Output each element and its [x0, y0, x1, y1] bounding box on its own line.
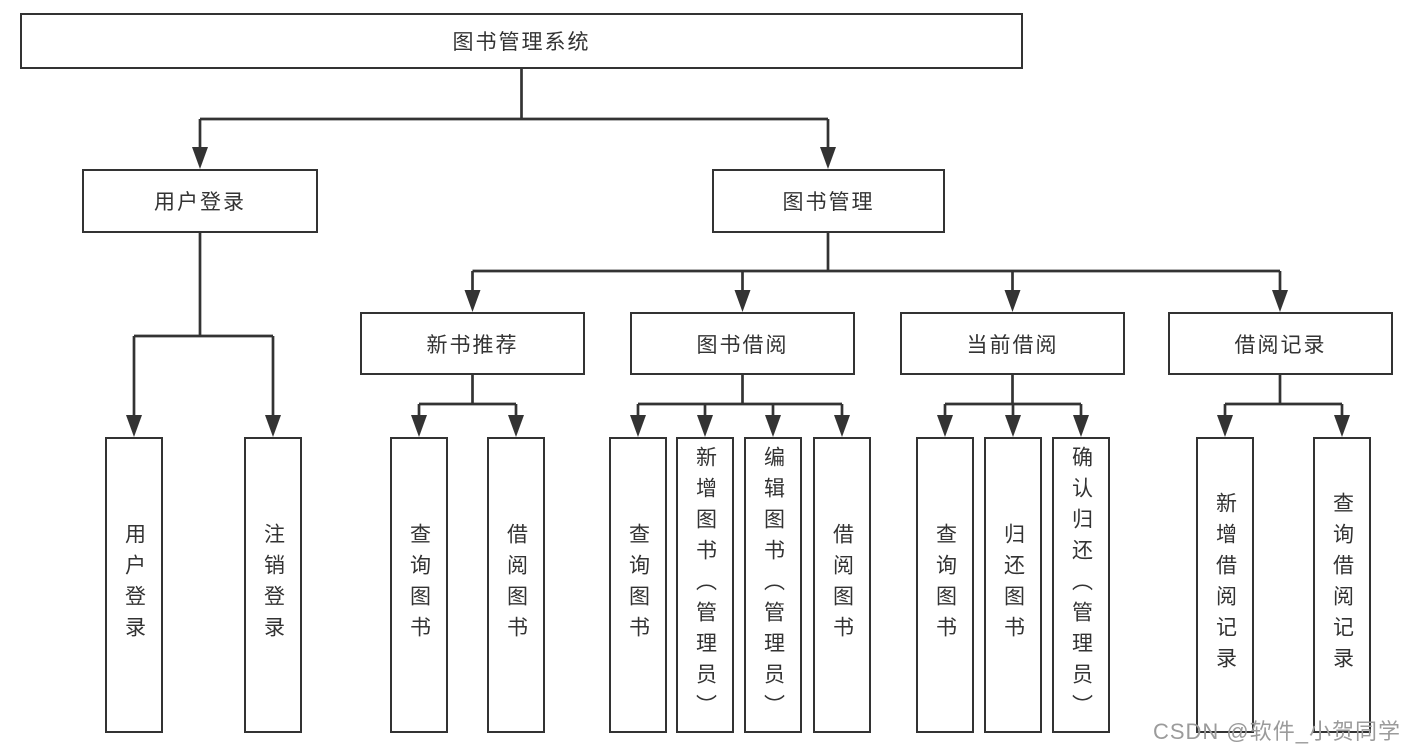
node-new-book-recommend-label: 新书推荐: [426, 333, 519, 357]
leaf-add-borrow-record: 新增借阅记录: [1196, 437, 1254, 733]
leaf-logout: 注销登录: [244, 437, 302, 733]
leaf-query-books-3: 查询图书: [916, 437, 974, 733]
leaf-return-books: 归还图书: [984, 437, 1042, 733]
node-user-login: 用户登录: [82, 169, 318, 233]
leaf-confirm-return-admin: 确认归还（管理员）: [1052, 437, 1110, 733]
leaf-query-borrow-record: 查询借阅记录: [1313, 437, 1371, 733]
node-new-book-recommend: 新书推荐: [360, 312, 585, 375]
leaf-edit-book-admin: 编辑图书（管理员）: [744, 437, 802, 733]
csdn-watermark: CSDN @软件_小贺同学: [1152, 719, 1401, 744]
leaf-user-login: 用户登录: [105, 437, 163, 733]
node-book-borrowing: 图书借阅: [630, 312, 855, 375]
node-borrow-records: 借阅记录: [1168, 312, 1393, 375]
leaf-add-book-admin: 新增图书（管理员）: [676, 437, 734, 733]
leaf-borrow-books-1: 借阅图书: [487, 437, 545, 733]
node-book-borrowing-label: 图书借阅: [696, 333, 789, 357]
node-user-login-label: 用户登录: [154, 191, 246, 214]
node-root: 图书管理系统: [20, 13, 1023, 69]
leaf-query-books-2: 查询图书: [609, 437, 667, 733]
node-current-borrowing-label: 当前借阅: [966, 333, 1059, 357]
node-root-label: 图书管理系统: [452, 31, 591, 54]
leaf-query-books-1: 查询图书: [390, 437, 448, 733]
node-book-management: 图书管理: [712, 169, 945, 233]
node-book-management-label: 图书管理: [782, 191, 875, 214]
node-borrow-records-label: 借阅记录: [1234, 333, 1327, 357]
leaf-borrow-books-2: 借阅图书: [813, 437, 871, 733]
node-current-borrowing: 当前借阅: [900, 312, 1125, 375]
